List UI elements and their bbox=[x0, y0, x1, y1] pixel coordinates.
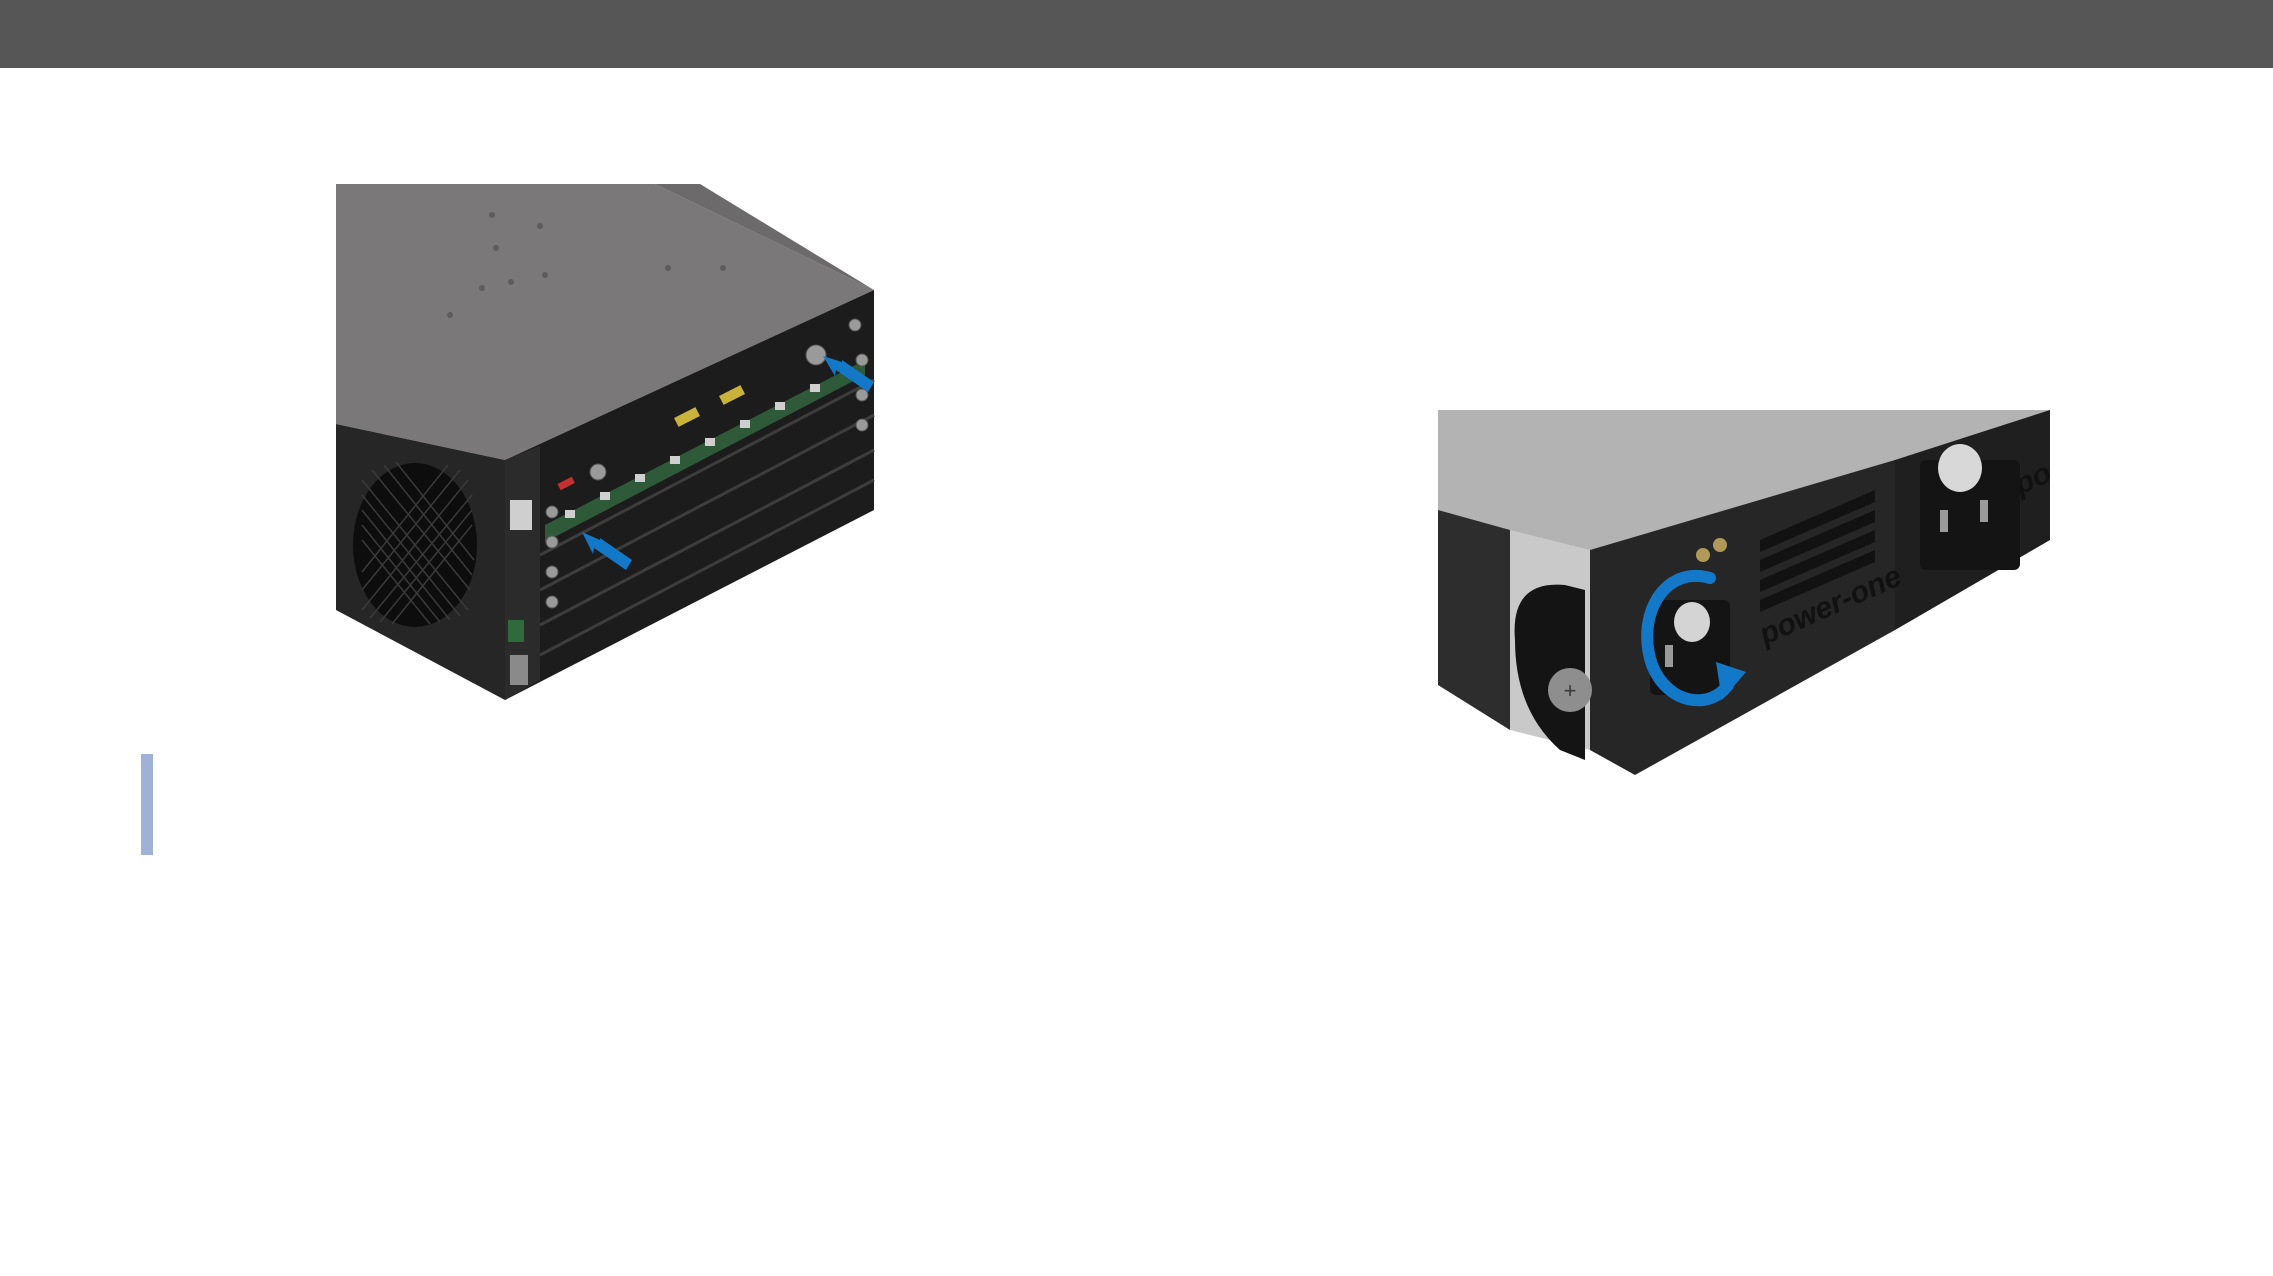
svg-text:+: + bbox=[1564, 678, 1577, 703]
power-supply-illustration: + power-one po bbox=[1420, 400, 2060, 790]
note-accent-bar bbox=[141, 754, 153, 855]
chassis-rear-illustration bbox=[300, 150, 920, 720]
header-bar bbox=[0, 0, 2273, 68]
